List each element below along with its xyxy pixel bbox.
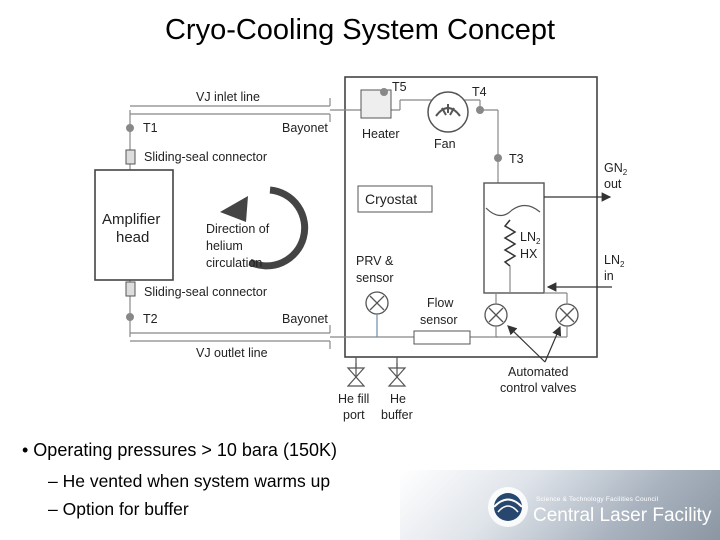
ln2-in-label-line2: in — [604, 269, 614, 283]
sliding-seal-top-icon — [125, 149, 136, 165]
sliding-seal-bottom-label: Sliding-seal connector — [144, 285, 267, 299]
vj-outlet-label: VJ outlet line — [196, 346, 268, 360]
prv-label-line1: PRV & — [356, 254, 394, 268]
flow-sensor-icon — [413, 330, 471, 345]
flow-label-line2: sensor — [420, 313, 458, 327]
t3-sensor-icon — [494, 154, 502, 162]
t4-sensor-icon — [476, 106, 484, 114]
ln2-hx-label-line2: HX — [520, 247, 538, 261]
t2-label: T2 — [143, 312, 158, 326]
direction-label-line3: circulation — [206, 256, 262, 270]
amplifier-label-line1: Amplifier — [102, 211, 160, 228]
footer-banner — [400, 470, 720, 540]
sliding-seal-top-label: Sliding-seal connector — [144, 150, 267, 164]
flow-label-line1: Flow — [427, 296, 454, 310]
bayonet-bottom-label: Bayonet — [282, 312, 328, 326]
logo-facility-text: Central Laser Facility — [533, 505, 712, 526]
fan-label: Fan — [434, 137, 456, 151]
bullet-list: • Operating pressures > 10 bara (150K) — [22, 440, 337, 469]
he-fill-label-line2: port — [343, 408, 365, 422]
he-buffer-label-line1: He — [390, 392, 406, 406]
amplifier-label-line2: head — [116, 229, 149, 246]
sliding-seal-bottom-icon — [125, 281, 136, 297]
bullet-main: • Operating pressures > 10 bara (150K) — [22, 440, 337, 460]
automated-valves-label-line2: control valves — [500, 381, 576, 395]
hx-coil-icon — [503, 219, 517, 267]
cryostat-label: Cryostat — [365, 191, 417, 207]
ln2-in-label: LN2 — [604, 253, 625, 269]
vj-inlet-label: VJ inlet line — [196, 90, 260, 104]
logo-council-text: Science & Technology Facilities Council — [536, 496, 659, 503]
circulation-arrow-icon — [248, 186, 309, 270]
t5-sensor-icon — [380, 88, 388, 96]
gn2-out-label: GN2 — [604, 161, 628, 177]
automated-valves-label-line1: Automated — [508, 365, 569, 379]
bullet-sub-2: – Option for buffer — [48, 499, 189, 519]
cryostat-label-box — [357, 185, 433, 213]
direction-label-line2: helium — [206, 239, 243, 253]
he-buffer-label-line2: buffer — [381, 408, 413, 422]
t3-label: T3 — [509, 152, 524, 166]
ln2-hx-vessel — [483, 182, 545, 294]
page-title: Cryo-Cooling System Concept — [164, 14, 556, 46]
bayonet-top-label: Bayonet — [282, 121, 328, 135]
t1-label: T1 — [143, 121, 158, 135]
direction-label-line1: Direction of — [206, 222, 270, 236]
cryostat-enclosure — [344, 76, 598, 358]
bullet-sub-1: – He vented when system warms up — [48, 471, 331, 491]
amplifier-head — [94, 169, 174, 281]
t1-sensor-icon — [126, 124, 134, 132]
prv-label-line2: sensor — [356, 271, 394, 285]
he-fill-label-line1: He fill — [338, 392, 369, 406]
t2-sensor-icon — [126, 313, 134, 321]
t5-label: T5 — [392, 80, 407, 94]
gn2-out-label-line2: out — [604, 177, 622, 191]
t4-label: T4 — [472, 85, 487, 99]
ln2-hx-label: LN2 — [520, 230, 541, 246]
heater-label: Heater — [362, 127, 400, 141]
stfc-logo-icon — [488, 487, 528, 527]
